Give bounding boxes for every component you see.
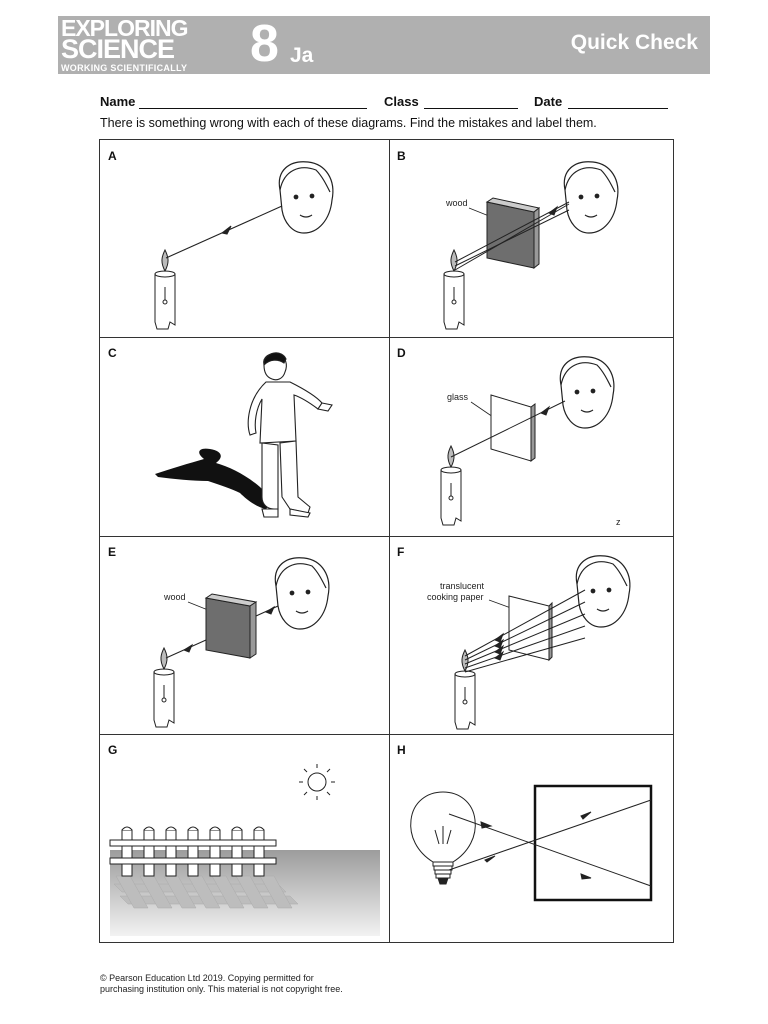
diagram-h: H (389, 734, 673, 942)
copyright-line2: purchasing institution only. This materi… (100, 984, 343, 994)
diagram-letter: B (397, 149, 406, 163)
person-icon (247, 352, 333, 518)
name-label: Name (100, 94, 136, 109)
date-field[interactable] (568, 108, 668, 109)
grid-divider-row2 (100, 536, 673, 537)
sheet-type-title: Quick Check (570, 31, 698, 54)
wood-label: wood (445, 198, 468, 208)
face-icon (559, 356, 615, 429)
class-field[interactable] (424, 108, 518, 109)
face-icon (575, 555, 631, 628)
candle-icon (154, 248, 176, 330)
grid-divider-vertical (389, 140, 390, 942)
stray-mark: z (616, 517, 621, 527)
class-label: Class (384, 94, 419, 109)
unit-code: Ja (290, 44, 314, 67)
wood-label: wood (163, 592, 186, 602)
glass-label: glass (447, 392, 469, 402)
diagram-c-drawing (155, 352, 333, 518)
diagram-a: A (100, 140, 389, 337)
brand-logo: EXPLORING SCIENCE WORKING SCIENTIFICALLY (58, 16, 234, 74)
candle-icon (443, 248, 465, 330)
instructions-text: There is something wrong with each of th… (100, 116, 597, 130)
light-ray-arrows (165, 605, 279, 659)
grid-divider-row3 (100, 734, 673, 735)
shadow-shape (155, 448, 269, 509)
paper-label-line1: translucent (440, 581, 485, 591)
light-ray-arrows (454, 201, 570, 271)
diagram-d: D glass z (389, 337, 673, 536)
brand-line-exploring: EXPLORING (61, 15, 188, 41)
light-ray-arrows (448, 799, 652, 887)
box-outline (533, 784, 653, 902)
light-ray-arrow (165, 205, 283, 259)
diagram-e: E wood (100, 536, 389, 734)
copyright-footer: © Pearson Education Ltd 2019. Copying pe… (100, 973, 343, 995)
fence-shadow (113, 875, 299, 909)
wood-block (485, 197, 541, 270)
fence-icon (109, 826, 277, 877)
diagram-letter: A (108, 149, 117, 163)
diagram-g-drawing (109, 764, 380, 936)
diagram-f: F translucent cooking paper (389, 536, 673, 734)
diagram-g: G (100, 734, 389, 942)
worksheet-header: EXPLORING SCIENCE WORKING SCIENTIFICALLY… (58, 16, 710, 74)
diagram-letter: C (108, 346, 117, 360)
light-ray-arrow (450, 400, 566, 458)
face-icon (278, 161, 334, 234)
glass-pane (490, 394, 536, 462)
face-icon (274, 557, 330, 630)
diagram-grid: A B wood (99, 139, 674, 943)
face-icon (563, 161, 619, 234)
diagram-f-drawing: translucent cooking paper (427, 555, 631, 730)
candle-icon (440, 444, 462, 526)
diagram-a-drawing (154, 161, 334, 330)
copyright-line1: © Pearson Education Ltd 2019. Copying pe… (100, 973, 314, 983)
diagram-letter: D (397, 346, 406, 360)
paper-label-line2: cooking paper (427, 592, 484, 602)
diagram-letter: E (108, 545, 117, 559)
diagram-d-drawing: glass z (440, 356, 621, 527)
brand-line-science: SCIENCE (61, 34, 175, 64)
diagram-letter: G (108, 743, 118, 757)
diagram-h-drawing (410, 784, 653, 902)
brand-tagline: WORKING SCIENTIFICALLY (61, 63, 188, 73)
candle-icon (153, 646, 175, 728)
diagram-b: B wood (389, 140, 673, 337)
grid-divider-row1 (100, 337, 673, 338)
diagram-letter: F (397, 545, 405, 559)
diagram-e-drawing: wood (153, 557, 330, 728)
light-bulb-icon (410, 791, 476, 885)
diagram-c: C (100, 337, 389, 536)
name-field[interactable] (139, 108, 367, 109)
diagram-b-drawing: wood (443, 161, 619, 330)
diagram-letter: H (397, 743, 406, 757)
light-ray-arrows (464, 589, 586, 673)
unit-number: 8 (250, 15, 279, 73)
sun-icon (299, 764, 335, 800)
date-label: Date (534, 94, 563, 109)
wood-block (204, 593, 258, 659)
candle-icon (454, 648, 476, 730)
